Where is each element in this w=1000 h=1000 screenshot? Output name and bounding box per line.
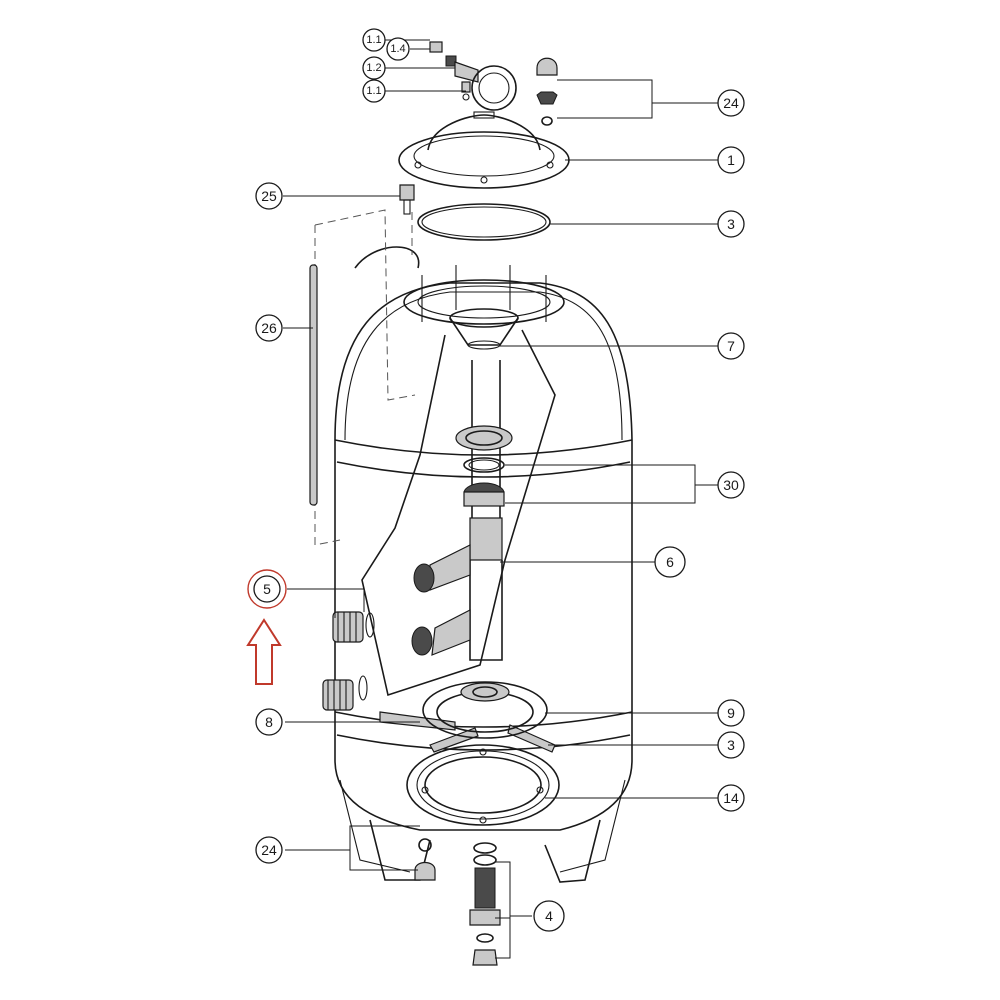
callout-24-top: 24 bbox=[717, 89, 745, 117]
callout-4-label: 4 bbox=[545, 908, 553, 924]
studs bbox=[421, 265, 547, 322]
callout-5-label: 5 bbox=[263, 581, 271, 597]
highlight-up-arrow-icon bbox=[246, 618, 282, 685]
callout-24-top-label: 24 bbox=[723, 95, 739, 111]
callout-25-label: 25 bbox=[261, 188, 277, 204]
callout-5-highlighted: 5 bbox=[247, 569, 287, 609]
callout-26-label: 26 bbox=[261, 320, 277, 336]
callout-6-label: 6 bbox=[666, 554, 674, 570]
callout-3-top: 3 bbox=[717, 210, 745, 238]
callout-6: 6 bbox=[654, 546, 686, 578]
callout-1: 1 bbox=[717, 146, 745, 174]
callout-1-4: 1.4 bbox=[386, 37, 410, 61]
ring-set bbox=[455, 425, 513, 507]
funnel-part bbox=[449, 308, 519, 350]
side-fittings bbox=[322, 611, 375, 711]
callout-30: 30 bbox=[717, 471, 745, 499]
bottom-cap-nuts bbox=[414, 838, 436, 881]
internal-collector bbox=[411, 360, 503, 661]
callout-14-label: 14 bbox=[723, 790, 739, 806]
tank-body bbox=[334, 279, 633, 883]
callout-26: 26 bbox=[255, 314, 283, 342]
callout-1-1-bottom: 1.1 bbox=[362, 79, 386, 103]
rod bbox=[309, 264, 318, 506]
callout-1-1-top-label: 1.1 bbox=[366, 34, 381, 46]
callout-8: 8 bbox=[255, 708, 283, 736]
callout-8-label: 8 bbox=[265, 714, 273, 730]
drain-assembly bbox=[469, 842, 501, 966]
laterals bbox=[379, 711, 556, 753]
callout-1-1-bottom-label: 1.1 bbox=[366, 85, 381, 97]
callout-24-bottom: 24 bbox=[255, 836, 283, 864]
top-cap-nut bbox=[536, 57, 558, 126]
callout-7: 7 bbox=[717, 332, 745, 360]
callout-7-label: 7 bbox=[727, 338, 735, 354]
callout-30-label: 30 bbox=[723, 477, 739, 493]
callout-1-2-label: 1.2 bbox=[366, 62, 381, 74]
callout-25: 25 bbox=[255, 182, 283, 210]
cutaway-outline bbox=[361, 329, 556, 697]
gauge-assembly bbox=[429, 41, 517, 111]
leader-lines bbox=[283, 39, 718, 959]
callout-24-bottom-label: 24 bbox=[261, 842, 277, 858]
callout-1-label: 1 bbox=[727, 152, 735, 168]
callout-3-top-label: 3 bbox=[727, 216, 735, 232]
callout-4: 4 bbox=[533, 900, 565, 932]
bottom-flange bbox=[406, 744, 560, 826]
assembly-frame bbox=[314, 209, 416, 401]
callout-9: 9 bbox=[717, 699, 745, 727]
callout-3-bottom: 3 bbox=[717, 731, 745, 759]
air-release bbox=[399, 184, 415, 215]
callout-9-label: 9 bbox=[727, 705, 735, 721]
spring-clip bbox=[354, 246, 420, 269]
hub-ring bbox=[422, 681, 548, 739]
callout-1-4-label: 1.4 bbox=[390, 43, 405, 55]
callout-1-2: 1.2 bbox=[362, 56, 386, 80]
callout-1-1-top: 1.1 bbox=[362, 28, 386, 52]
callout-14: 14 bbox=[717, 784, 745, 812]
top-gasket bbox=[417, 203, 551, 241]
callout-3-bottom-label: 3 bbox=[727, 737, 735, 753]
